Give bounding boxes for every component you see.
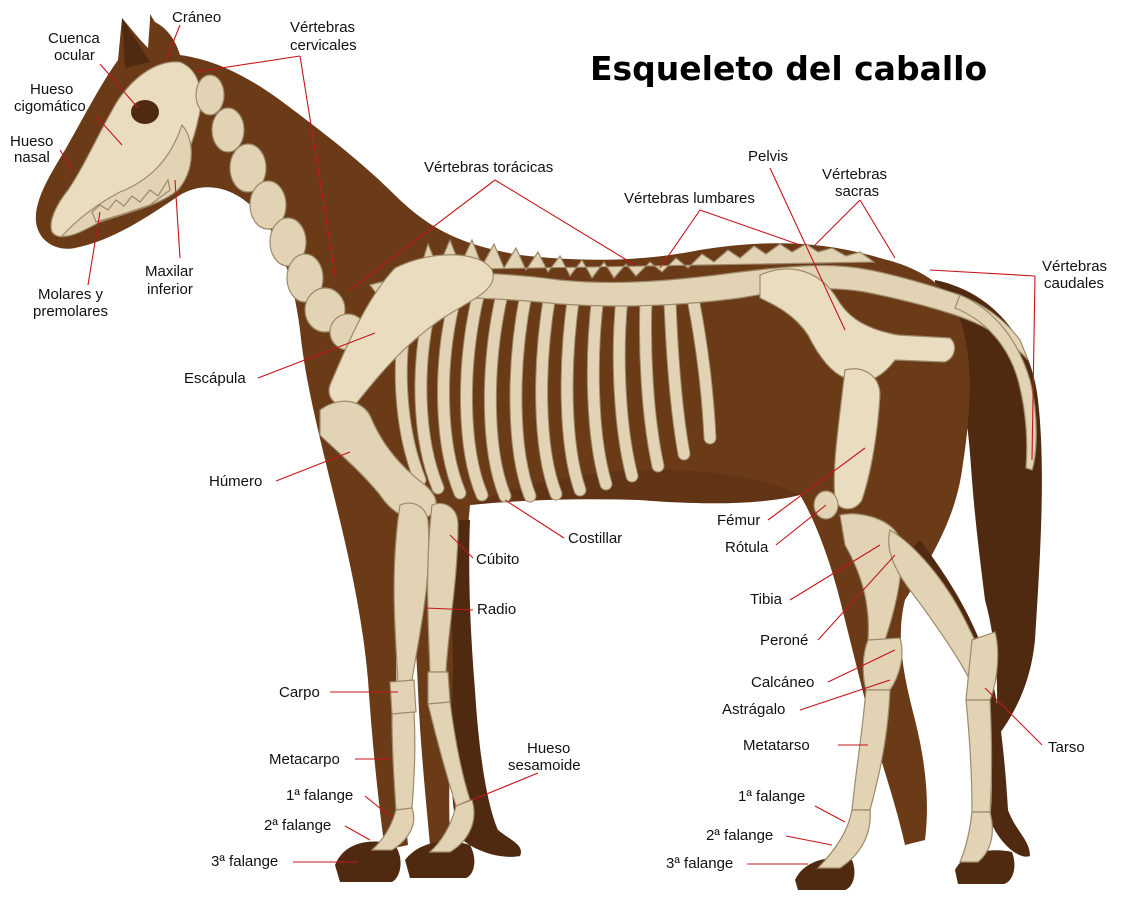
label-tibia: Tibia (750, 591, 783, 608)
label-vert-lumbares: Vértebras lumbares (624, 190, 755, 207)
front-near-carpus (390, 680, 416, 714)
label-falange2-front: 2ª falange (264, 817, 331, 834)
label-rotula: Rótula (725, 539, 769, 556)
cervical-vertebra (212, 108, 244, 152)
eye-socket-hole (131, 100, 159, 124)
label-vert-caudales-line1: Vértebras (1042, 258, 1107, 275)
label-carpo: Carpo (279, 684, 320, 701)
label-nasal-line2: nasal (14, 149, 50, 166)
label-vert-sacras-line1: Vértebras (822, 166, 887, 183)
hind-far-cannon (966, 700, 992, 812)
label-sesamoide-line2: sesamoide (508, 757, 581, 774)
label-radio: Radio (477, 601, 516, 618)
label-vert-sacras-line2: sacras (835, 183, 879, 200)
label-falange1-front: 1ª falange (286, 787, 353, 804)
label-falange1-hind: 1ª falange (738, 788, 805, 805)
diagram-title: Esqueleto del caballo (590, 49, 987, 88)
label-vert-caudales-line2: caudales (1044, 275, 1104, 292)
label-perone: Peroné (760, 632, 808, 649)
cervical-vertebra (196, 75, 224, 115)
front-near-cannon (392, 712, 415, 810)
label-sesamoide-line1: Hueso (527, 740, 570, 757)
label-vert-toracicas: Vértebras torácicas (424, 159, 553, 176)
label-vert-cervicales-line2: cervicales (290, 37, 357, 54)
label-metatarso: Metatarso (743, 737, 810, 754)
label-astragalo: Astrágalo (722, 701, 785, 718)
label-falange2-hind: 2ª falange (706, 827, 773, 844)
label-craneo: Cráneo (172, 9, 221, 26)
label-cigomatico-line2: cigomático (14, 98, 86, 115)
label-pelvis: Pelvis (748, 148, 788, 165)
label-escapula: Escápula (184, 370, 246, 387)
label-nasal-line1: Hueso (10, 133, 53, 150)
label-maxilar-line1: Maxilar (145, 263, 193, 280)
label-femur: Fémur (717, 512, 760, 529)
label-costillar: Costillar (568, 530, 622, 547)
horse-ear-back (122, 18, 150, 68)
label-cuenca-line1: Cuenca (48, 30, 100, 47)
hind-near-pastern (818, 810, 870, 868)
label-tarso: Tarso (1048, 739, 1085, 756)
label-falange3-hind: 3ª falange (666, 855, 733, 872)
label-cigomatico-line1: Hueso (30, 81, 73, 98)
label-molares-line1: Molares y (38, 286, 104, 303)
label-cubito: Cúbito (476, 551, 519, 568)
label-maxilar-line2: inferior (147, 281, 193, 298)
front-far-carpus (428, 672, 450, 704)
label-falange3-front: 3ª falange (211, 853, 278, 870)
label-vert-cervicales-line1: Vértebras (290, 19, 355, 36)
label-metacarpo: Metacarpo (269, 751, 340, 768)
label-molares-line2: premolares (33, 303, 108, 320)
label-calcaneo: Calcáneo (751, 674, 814, 691)
label-humero: Húmero (209, 473, 262, 490)
label-cuenca-line2: ocular (54, 47, 95, 64)
